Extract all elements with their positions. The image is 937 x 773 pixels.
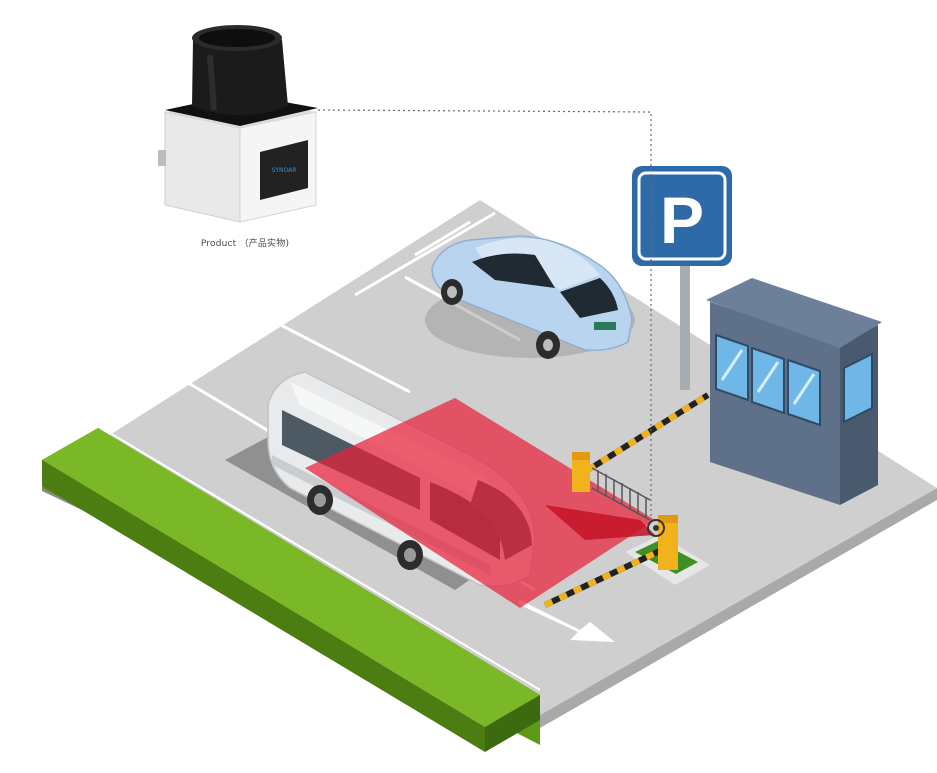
parking-sign: P: [632, 166, 732, 390]
exit-arrow-icon: [518, 600, 615, 642]
barrier-gate-lower: [543, 515, 678, 608]
product-caption: Product （产品实物): [200, 239, 290, 249]
guard-booth: [706, 278, 882, 505]
parking-sign-letter: P: [660, 183, 704, 257]
parked-car: [431, 235, 633, 359]
grass-strip: [42, 428, 540, 752]
leader-line: [317, 109, 652, 520]
curb-line: [104, 429, 541, 691]
brand-label: SYNOAR: [272, 167, 297, 174]
barrier-gate-upper: [572, 392, 710, 521]
mounted-lidar-icon: [647, 519, 665, 537]
lidar-scan-zone: [305, 398, 655, 608]
lidar-icon: SYNOAR: [158, 25, 318, 223]
